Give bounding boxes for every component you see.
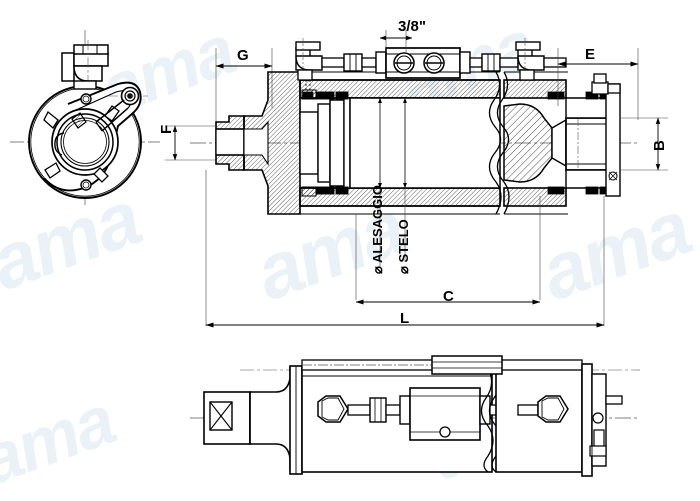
seal-top-1: [315, 91, 335, 100]
bolt-hole-top: [80, 93, 92, 105]
plan-upper-tube-right: [495, 359, 583, 371]
plan-clevis-x2: [209, 401, 233, 431]
dimension-L: [205, 170, 605, 328]
socket-bore: [215, 128, 245, 156]
dimension-label-C: C: [443, 288, 454, 305]
coupling-nut-2: [375, 51, 387, 74]
bore-tab-bl: [44, 162, 61, 179]
seal-top-2: [335, 91, 349, 100]
plan-break-line-1: [480, 367, 494, 473]
right-elbow-body: [591, 81, 609, 95]
plan-end-nipple: [605, 395, 623, 405]
gland-elbow-nut: [515, 41, 541, 51]
tube-seg-4: [499, 57, 519, 68]
seal-bottom-2: [335, 186, 349, 195]
right-elbow-fitting: [591, 73, 621, 95]
coupling-nut-1: [343, 53, 363, 72]
head-elbow-bend: [295, 55, 323, 71]
coupling-nut-4: [481, 53, 501, 72]
bolt-hole-top-inner: [82, 95, 90, 103]
annotation-stelo: ⌀ STELO: [396, 219, 411, 274]
gland-elbow-foot: [519, 69, 535, 81]
dimension-label-G: G: [237, 47, 249, 64]
plan-hex-right-inner: [541, 397, 565, 421]
piston-head-cone: [503, 103, 553, 183]
bore-tab-br: [93, 167, 109, 183]
dimension-label-E: E: [585, 46, 596, 63]
piston-seal-land: [343, 97, 351, 189]
plan-end-stud-nut: [589, 445, 607, 457]
tube-seg-2: [361, 57, 377, 68]
tube-seg-5: [543, 57, 567, 68]
longitudinal-section-view: [190, 30, 640, 268]
bracket-rod-2: [101, 107, 129, 132]
dimension-label-F: F: [158, 124, 175, 134]
plan-tube-sleeve: [431, 355, 503, 375]
elbow-horizontal-leg: [73, 52, 109, 67]
plan-end-flange: [581, 363, 593, 477]
right-elbow-arm: [607, 83, 621, 94]
head-elbow-nut: [295, 41, 321, 51]
gland-block-bottom: [301, 186, 317, 197]
dimension-C: [355, 196, 541, 305]
dimension-label-B: B: [651, 140, 668, 151]
plan-valve-hole: [439, 426, 451, 438]
tube-seg-1: [321, 57, 345, 68]
bracket-rod-end: [95, 121, 103, 132]
piston-chamber: [349, 97, 501, 189]
gland-seal-top-1: [547, 91, 565, 100]
piston-head-taper: [551, 118, 567, 168]
plan-tube-a: [347, 404, 371, 416]
right-elbow-neck: [593, 73, 607, 84]
seal-bottom-1: [315, 186, 335, 195]
dimension-3-8: [379, 30, 413, 52]
plan-tube-d: [517, 404, 539, 416]
piston-collar-2: [329, 99, 345, 187]
gland-seal-bottom-1: [547, 186, 565, 195]
dimension-F: [165, 125, 215, 161]
plan-nut-b: [399, 395, 411, 425]
gland-seal-bottom-2: [585, 186, 599, 195]
piston-collar-1: [317, 103, 331, 183]
head-internal-bore: [243, 120, 269, 166]
tube-seg-3: [469, 57, 483, 68]
dimension-label-L: L: [400, 310, 410, 327]
bore-tab-tr: [104, 105, 120, 122]
bolt-hole-bottom: [80, 179, 92, 191]
head-port-seal: [302, 91, 314, 98]
elbow-vertical-leg: [61, 52, 75, 82]
break-line-1: [488, 71, 502, 215]
bracket-rod-1: [95, 99, 125, 123]
elbow-nut: [73, 44, 109, 55]
elbow-base: [73, 80, 97, 90]
head-elbow-foot: [297, 69, 313, 81]
plan-end-bolt: [592, 412, 604, 424]
plan-hex-left-inner: [321, 397, 345, 421]
bore-tab-tl: [43, 110, 59, 129]
coupling-nut-3: [459, 51, 471, 74]
elbow-bend: [73, 65, 103, 82]
dimension-E: [557, 48, 639, 120]
lever-piece: [71, 112, 87, 129]
top-fitting-assembly: [295, 38, 567, 81]
plan-barrel-right: [495, 367, 583, 473]
plan-end-stud: [593, 429, 605, 449]
gland-elbow-bend: [517, 55, 545, 71]
bolt-hole-bottom-inner: [82, 181, 90, 189]
annotation-alesaggio: ⌀ ALESAGGIO: [370, 185, 385, 274]
dimension-label-thread: 3/8": [398, 18, 426, 35]
end-view-circular-flange: [10, 30, 160, 205]
plan-view-bottom: [190, 355, 640, 477]
endview-elbow-fitting: [61, 40, 109, 92]
plan-nut-a: [369, 397, 387, 423]
piston-rod-stub: [299, 111, 319, 175]
plan-tube-b: [385, 404, 401, 416]
latch-arc: [54, 132, 65, 156]
bore-ring-inner: [60, 117, 110, 167]
dimension-B: [620, 117, 668, 171]
